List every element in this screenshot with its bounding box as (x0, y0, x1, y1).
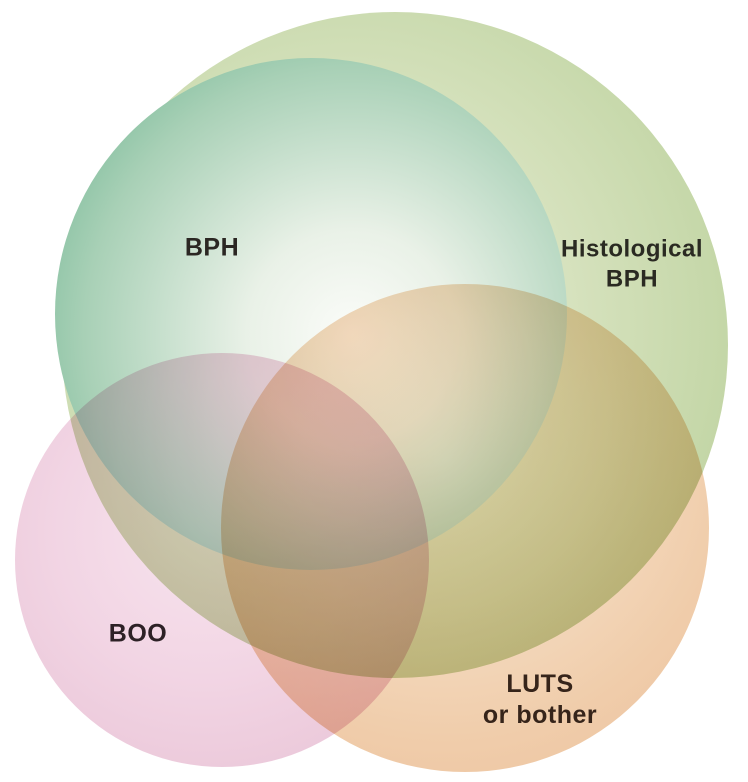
label-luts-or-bother: LUTS or bother (483, 669, 597, 731)
label-line: BPH (184, 233, 240, 262)
circle-boo (15, 353, 429, 767)
label-bph: BPH (185, 233, 239, 264)
label-line: BPH (605, 265, 659, 292)
label-line: or bother (482, 701, 598, 729)
label-line: BOO (108, 619, 168, 648)
label-boo: BOO (109, 619, 167, 650)
label-line: LUTS (506, 670, 574, 698)
label-histological-bph: Histological BPH (561, 234, 703, 294)
label-line: Histological (560, 235, 704, 263)
